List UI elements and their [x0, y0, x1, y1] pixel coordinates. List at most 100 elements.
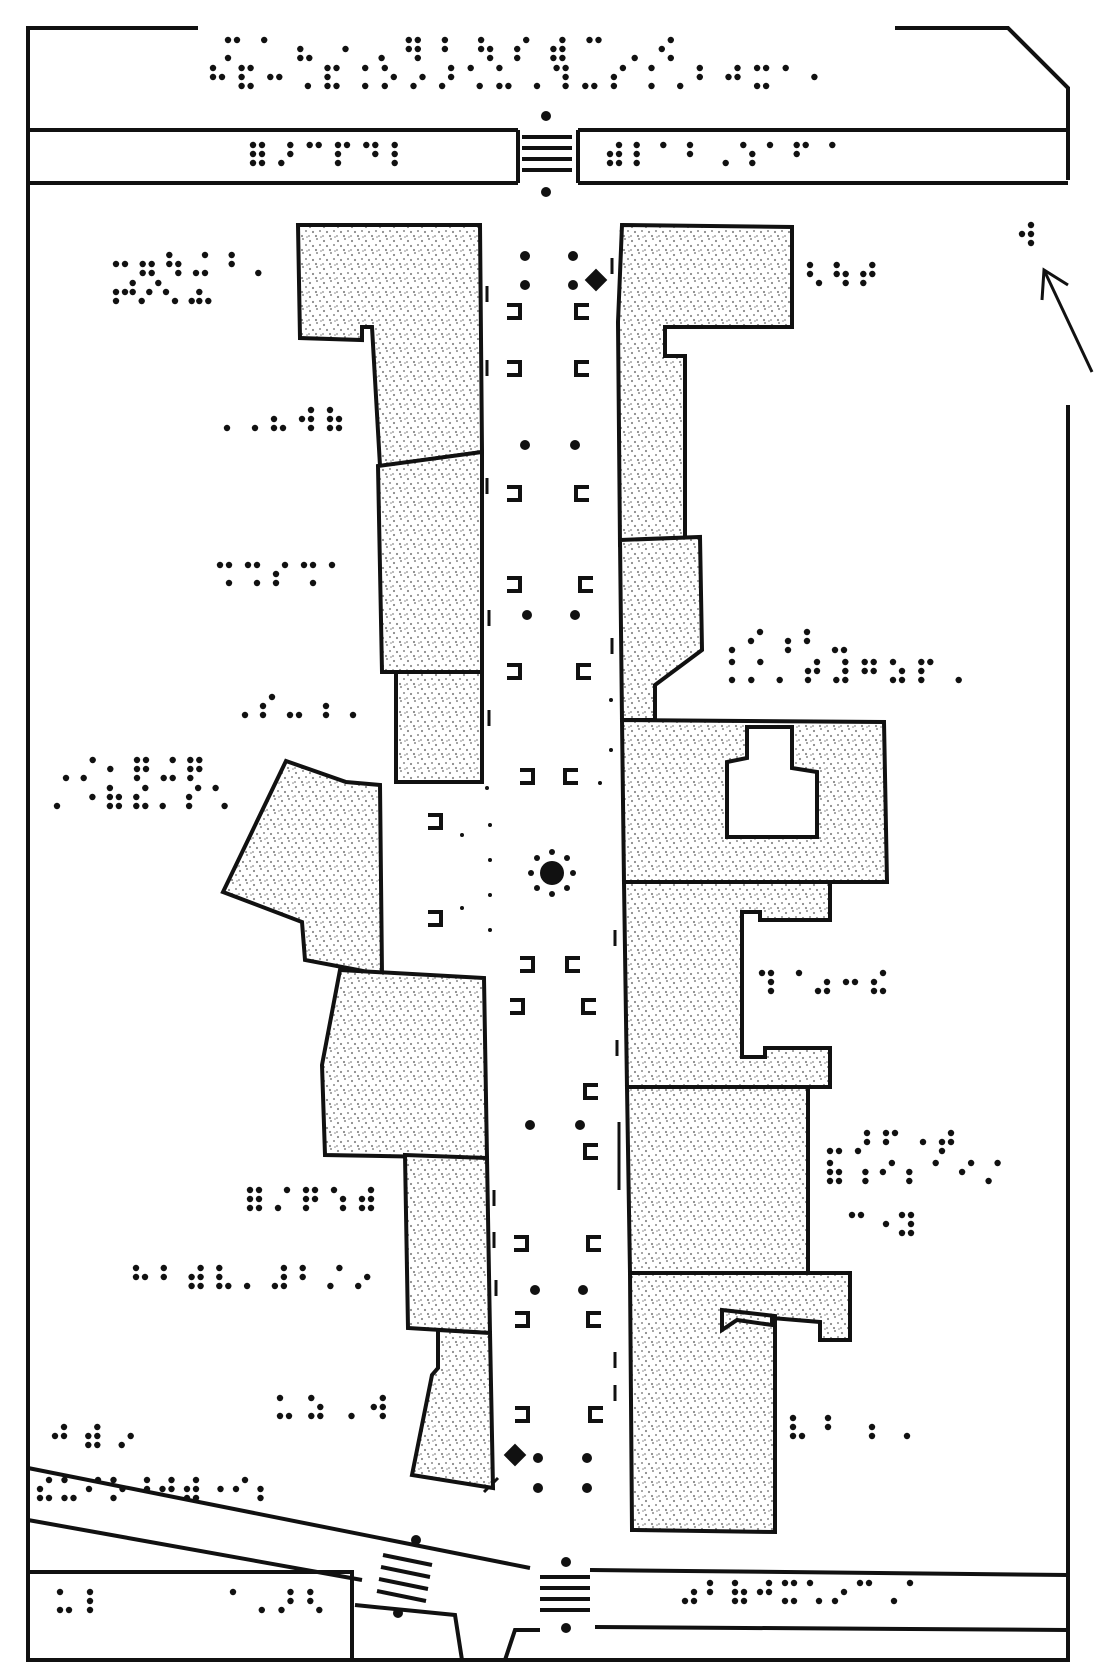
braille-dot [903, 1432, 911, 1440]
braille-dot [898, 1229, 906, 1237]
braille-dot [862, 1168, 869, 1176]
braille-dot [947, 1138, 955, 1146]
braille-dot [606, 159, 614, 167]
bench-icon [583, 1143, 598, 1160]
braille-dot [686, 150, 694, 158]
braille-dot [330, 1186, 338, 1194]
braille-dot [217, 1485, 224, 1493]
braille-dot [803, 628, 811, 636]
braille-dot [160, 774, 167, 782]
braille-dot [335, 415, 343, 423]
braille-dot [328, 561, 336, 569]
braille-dot [918, 676, 925, 684]
braille-label-left-label-7 [132, 1264, 371, 1290]
braille-dot [283, 1186, 291, 1194]
bench-icon [510, 998, 525, 1015]
braille-dot [276, 1412, 284, 1420]
braille-dot [216, 1273, 223, 1281]
braille-dot [317, 1403, 324, 1411]
braille-dot [467, 64, 474, 72]
trees [520, 251, 592, 1493]
braille-dot [658, 45, 665, 53]
braille-dot [306, 141, 313, 149]
braille-dot [781, 1597, 789, 1605]
braille-dot [748, 676, 755, 684]
braille-dot [595, 36, 602, 44]
braille-dot [112, 260, 120, 268]
braille-label-right-label-4b [826, 1159, 1001, 1185]
braille-dot [307, 424, 315, 432]
braille-dot [907, 1220, 915, 1228]
braille-dot [188, 1282, 195, 1290]
braille-dot [842, 270, 849, 278]
braille-dot [690, 1588, 698, 1596]
braille-dot [740, 141, 747, 149]
braille-dot [187, 756, 194, 764]
braille-dot [249, 141, 257, 149]
braille-dot [216, 561, 224, 569]
braille-dot [229, 1588, 237, 1596]
bench-icon [563, 768, 578, 785]
braille-dot [1027, 230, 1035, 238]
braille-dot [734, 64, 741, 72]
square-dots [460, 698, 613, 932]
braille-dot [295, 711, 303, 719]
bench-icon [574, 485, 589, 502]
braille-dot [302, 1204, 310, 1212]
braille-dot [496, 82, 503, 90]
braille-dot [362, 64, 369, 72]
bench-icon [574, 360, 589, 377]
braille-dot [410, 82, 417, 90]
braille-dot [391, 141, 398, 149]
braille-dot [89, 756, 96, 764]
braille-dot [85, 1485, 93, 1493]
braille-dot [258, 150, 266, 158]
braille-dot [194, 784, 202, 792]
braille-dot [906, 1168, 913, 1176]
braille-dot [224, 54, 232, 62]
braille-dot [447, 73, 455, 81]
braille-dot [86, 1597, 94, 1605]
braille-dot [61, 1494, 68, 1502]
crossing-dots [393, 111, 571, 1633]
bench-icon [583, 1083, 598, 1100]
tree-icon [582, 1453, 592, 1463]
braille-dot [994, 1159, 1001, 1167]
braille-dot [731, 1588, 739, 1596]
building-e4 [621, 880, 832, 1089]
braille-dot [767, 987, 775, 995]
braille-dot [870, 658, 877, 666]
braille-dot [36, 1485, 44, 1493]
braille-dot [281, 561, 289, 569]
braille-dot [127, 1432, 134, 1440]
braille-dot [276, 73, 283, 81]
braille-dot [333, 82, 340, 90]
braille-dot [889, 658, 897, 666]
braille-dot [591, 82, 598, 90]
braille-dot [311, 1195, 319, 1203]
braille-dot [343, 141, 351, 149]
braille-dot [862, 1177, 869, 1185]
braille-dot [94, 1476, 102, 1484]
braille-dot [241, 711, 249, 719]
bench-icon [565, 956, 580, 973]
braille-dot [276, 1394, 284, 1402]
braille-dot [367, 1195, 375, 1203]
braille-dot [298, 415, 306, 423]
tree-icon [578, 1285, 588, 1295]
braille-dot [261, 36, 268, 44]
braille-dot [196, 288, 203, 296]
braille-dot [370, 1403, 377, 1411]
braille-dot [438, 82, 446, 90]
braille-dot [667, 36, 674, 44]
pedestrian-street-edges [482, 223, 639, 1494]
braille-dot [225, 561, 233, 569]
braille-dot [553, 64, 560, 72]
braille-dot [255, 269, 262, 277]
braille-dot [112, 297, 120, 305]
braille-dot [241, 1476, 249, 1484]
courtyard [725, 725, 819, 839]
braille-dot [115, 802, 123, 810]
braille-dot [133, 756, 141, 764]
braille-dot [842, 676, 849, 684]
